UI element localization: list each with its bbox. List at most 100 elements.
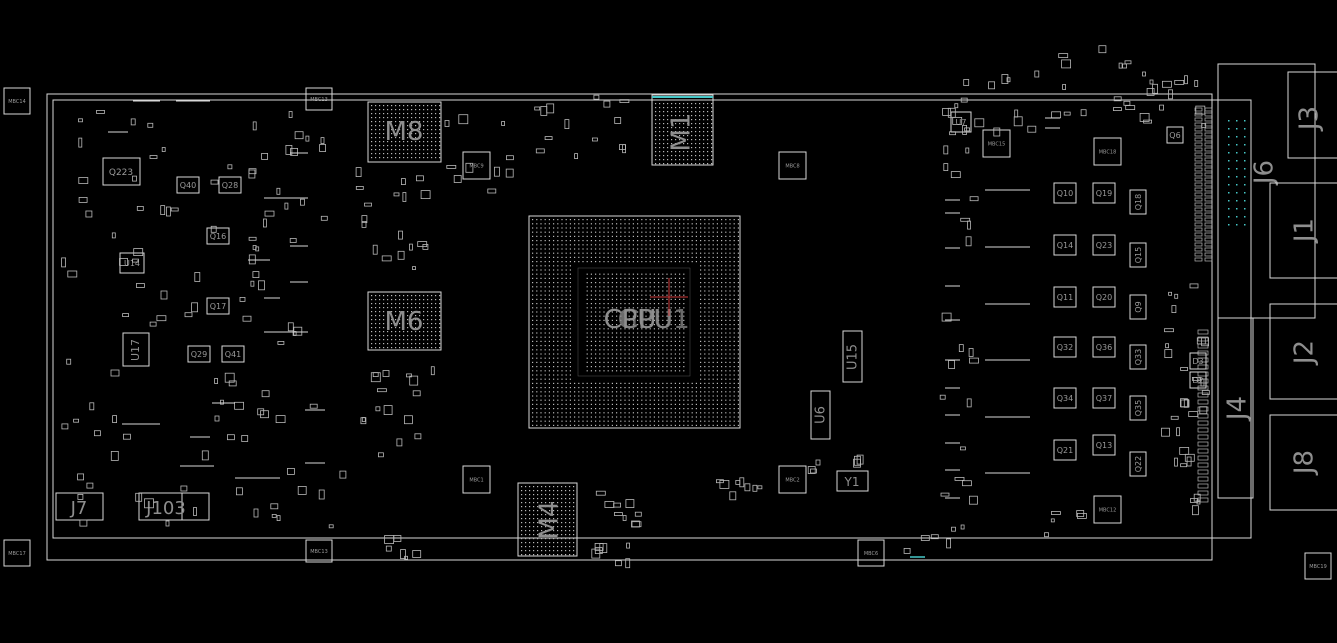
transistor-q28: Q28: [218, 176, 242, 194]
smd-pad: [1051, 511, 1061, 515]
connector-pin-dot: [1244, 136, 1246, 138]
connector-pin: [1197, 476, 1209, 482]
smd-pad: [505, 155, 514, 161]
connector-pin: [1194, 247, 1203, 252]
transistor-d3: D3: [1189, 352, 1207, 370]
connector-pin-dot: [1244, 216, 1246, 218]
label-q15: Q15: [1134, 247, 1143, 263]
connector-pin-dot: [1236, 160, 1238, 162]
smd-pad: [453, 175, 462, 183]
smd-pad: [400, 178, 406, 186]
smd-pad: [264, 210, 275, 217]
label-mbc2: MBC2: [785, 478, 799, 484]
smd-pad: [383, 405, 393, 416]
label-j1: J1: [1290, 218, 1320, 244]
label-mbc1: MBC1: [469, 478, 483, 484]
connector-pin-dot: [1228, 120, 1230, 122]
label-q9: Q9: [1134, 301, 1143, 312]
smd-pad: [403, 415, 413, 425]
connector-pin: [1204, 167, 1213, 172]
smd-pad: [149, 321, 157, 327]
connector-j7: J7: [55, 492, 104, 521]
connector-pin: [1194, 162, 1203, 167]
smd-pad: [66, 358, 72, 365]
connector-j4: J4: [1217, 317, 1254, 499]
connector-pin: [1204, 197, 1213, 202]
smd-pad: [191, 302, 199, 313]
smd-pad: [250, 280, 255, 287]
smd-pad: [290, 147, 299, 156]
smd-pad: [149, 155, 158, 159]
smd-pad: [752, 484, 758, 492]
smd-pad: [94, 430, 101, 437]
smd-pad: [943, 145, 949, 155]
connector-pin-dot: [1244, 168, 1246, 170]
smd-pad: [276, 515, 281, 521]
memory-chip-m6: M6: [367, 291, 442, 351]
connector-pin-dot: [1236, 200, 1238, 202]
smd-pad: [320, 215, 328, 221]
connector-pin: [1204, 192, 1213, 197]
connector-pin: [1197, 448, 1209, 454]
label-q32: Q32: [1057, 343, 1073, 352]
smd-pad: [85, 210, 93, 218]
smd-pad: [943, 163, 949, 172]
connector-pin: [1204, 257, 1213, 262]
connector-pin-dot: [1244, 120, 1246, 122]
smd-pad: [535, 148, 545, 154]
smd-pad: [505, 168, 514, 178]
label-q21: Q21: [1057, 446, 1073, 455]
connector-pin: [1194, 232, 1203, 237]
smd-pad: [284, 202, 289, 210]
connector-pin: [1204, 222, 1213, 227]
smd-pad: [619, 99, 630, 103]
smd-pad: [1162, 80, 1172, 88]
smd-pad: [1164, 349, 1173, 359]
connector-pin: [1194, 112, 1203, 117]
connector-j2: J2: [1269, 303, 1337, 400]
smd-pad: [271, 514, 277, 518]
label-u15: U15: [846, 344, 861, 370]
connector-pin: [1204, 117, 1213, 122]
label-mbc8: MBC8: [785, 164, 799, 170]
smd-pad: [501, 121, 506, 126]
label-q18: Q18: [1134, 194, 1143, 210]
smd-pad: [252, 121, 257, 131]
connector-pin: [1204, 227, 1213, 232]
smd-pad: [288, 111, 293, 118]
smd-pad: [248, 168, 257, 175]
label-j4: J4: [1223, 396, 1253, 422]
connector-pin-dot: [1236, 120, 1238, 122]
smd-pad: [940, 492, 950, 497]
smd-pad: [958, 344, 964, 353]
label-q13: Q13: [1096, 441, 1112, 450]
label-u17: U17: [129, 339, 142, 361]
connector-pin: [1194, 157, 1203, 162]
smd-pad: [1201, 390, 1210, 395]
smd-pad: [135, 492, 143, 502]
smd-pad: [591, 548, 601, 559]
connector-pin: [1197, 483, 1209, 489]
smd-pad: [136, 205, 144, 211]
smd-pad: [409, 375, 419, 386]
smd-pad: [420, 190, 431, 200]
label-q23: Q23: [1096, 241, 1112, 250]
smd-pad: [1063, 111, 1071, 116]
connector-pin: [1194, 137, 1203, 142]
smd-pad: [757, 485, 763, 490]
smd-pad: [320, 137, 325, 145]
smd-pad: [1076, 510, 1085, 517]
connector-pin: [1204, 122, 1213, 127]
smd-pad: [1199, 406, 1208, 415]
smd-pad: [594, 547, 603, 554]
transistor-q17: Q17: [206, 297, 230, 315]
connector-pin: [1194, 217, 1203, 222]
smd-pad: [1188, 411, 1199, 418]
smd-pad: [78, 177, 89, 184]
label-q20: Q20: [1096, 293, 1112, 302]
smd-pad: [110, 369, 120, 377]
smd-pad: [227, 164, 233, 170]
connector-pin: [1204, 242, 1213, 247]
connector-pin: [1197, 336, 1209, 342]
